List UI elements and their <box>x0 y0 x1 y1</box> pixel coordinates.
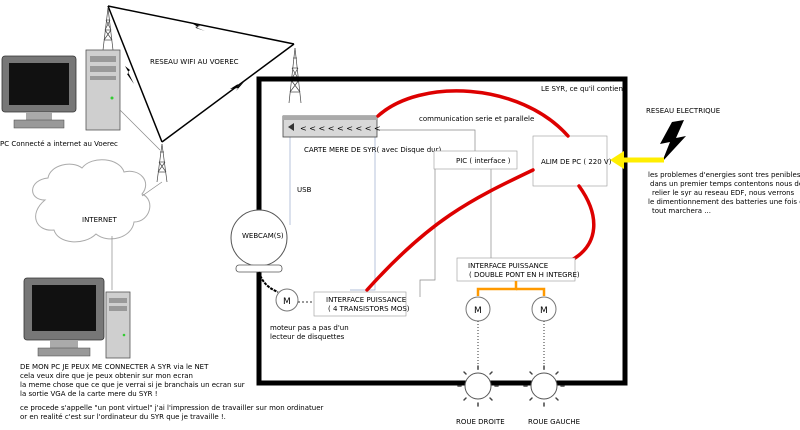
remote-note-line: la sortie VGA de la carte mere du SYR ! <box>20 390 158 398</box>
remote-note-line: DE MON PC JE PEUX ME CONNECTER A SYR via… <box>20 363 209 371</box>
lightning-icon <box>660 120 686 162</box>
motherboard-label: CARTE MERE DE SYR( avec Disque dur) <box>304 146 441 154</box>
power-iface-4-line-2: ( 4 TRANSISTORS MOS) <box>328 305 410 313</box>
wheel-left-icon <box>523 365 565 407</box>
webcam-icon <box>230 209 288 293</box>
motherboard-icon: < < < < < < < < < <box>282 115 381 138</box>
remote-note-line: la meme chose que ce que je verrai si je… <box>20 381 245 389</box>
stepper-caption: moteur pas a pas d'un lecteur de disquet… <box>270 324 351 341</box>
wheel-motor-left-icon: M <box>531 296 557 322</box>
psu-box <box>532 135 608 187</box>
pc-voerec-cable <box>119 109 161 151</box>
pc-voerec-icon <box>1 49 121 131</box>
motor-symbol: M <box>474 306 482 316</box>
power-interface-4-label: INTERFACE PUISSANCE ( 4 TRANSISTORS MOS) <box>326 296 410 313</box>
remote-note-line: cela veux dire que je peux obtenir sur m… <box>20 372 193 380</box>
energy-note-line: les problemes d'energies sont tres penib… <box>648 171 800 179</box>
webcam-label: WEBCAM(S) <box>242 232 284 240</box>
power-iface-h-line-1: INTERFACE PUISSANCE <box>468 262 548 270</box>
power-iface-h-line-2: ( DOUBLE PONT EN H INTEGRE) <box>469 271 580 279</box>
wheel-motor-right-icon: M <box>465 296 491 322</box>
internal-cables <box>289 129 492 297</box>
antenna-tower-top-icon <box>102 7 114 51</box>
wheel-left-label: ROUE GAUCHE <box>528 418 580 426</box>
internet-cloud <box>32 159 151 243</box>
pc-voerec-label: PC Connecté a internet au Voerec <box>0 140 118 148</box>
stepper-motor-icon: M <box>275 288 299 312</box>
usb-label: USB <box>297 186 312 194</box>
wheel-right-label: ROUE DROITE <box>456 418 505 426</box>
motor-symbol: M <box>283 297 291 307</box>
stepper-line-1: moteur pas a pas d'un <box>270 324 349 332</box>
pic-label: PIC ( interface ) <box>456 157 511 165</box>
antenna-tower-right-icon <box>288 47 302 104</box>
energy-note-line: relier le syr au reseau EDF, nous verron… <box>652 189 795 197</box>
wheel-right-icon <box>457 365 499 407</box>
syr-title: LE SYR, ce qu'il contient <box>541 85 626 93</box>
psu-label: ALIM DE PC ( 220 V) <box>541 158 612 166</box>
motor-symbol: M <box>540 306 548 316</box>
energy-note-line: tout marchera ... <box>652 207 711 215</box>
grid-power-arrow <box>610 151 664 169</box>
serial-comm-label: communication serie et parallele <box>419 115 534 123</box>
stepper-line-2: lecteur de disquettes <box>270 333 345 341</box>
remote-note-line: ce procede s'appelle "un pont virtuel" j… <box>20 404 324 412</box>
energy-note: les problemes d'energies sont tres penib… <box>648 171 800 215</box>
pic-box <box>433 150 518 170</box>
remote-note-line: or en realité c'est sur l'ordinateur du … <box>20 413 226 421</box>
wifi-network-label: RESEAU WIFI AU VOEREC <box>150 58 239 66</box>
wifi-links <box>107 5 295 143</box>
home-pc-icon <box>23 277 131 359</box>
power-lines <box>365 89 596 292</box>
grid-label: RESEAU ELECTRIQUE <box>646 107 720 115</box>
motor-links <box>476 281 546 296</box>
energy-note-line: le dimentionnement des batteries une foi… <box>648 198 800 206</box>
remote-note: DE MON PC JE PEUX ME CONNECTER A SYR via… <box>20 363 326 421</box>
power-iface-4-line-1: INTERFACE PUISSANCE <box>326 296 406 304</box>
power-interface-h-label: INTERFACE PUISSANCE ( DOUBLE PONT EN H I… <box>468 262 580 279</box>
antenna-tower-left-icon <box>156 143 168 183</box>
power-interface-4-box <box>313 291 407 317</box>
internet-wifi-cable <box>141 181 163 197</box>
svg-text:< < < < < < < < <: < < < < < < < < < <box>300 124 381 133</box>
internet-label: INTERNET <box>82 216 118 224</box>
energy-note-line: dans un premier temps contentons nous de <box>650 180 800 188</box>
